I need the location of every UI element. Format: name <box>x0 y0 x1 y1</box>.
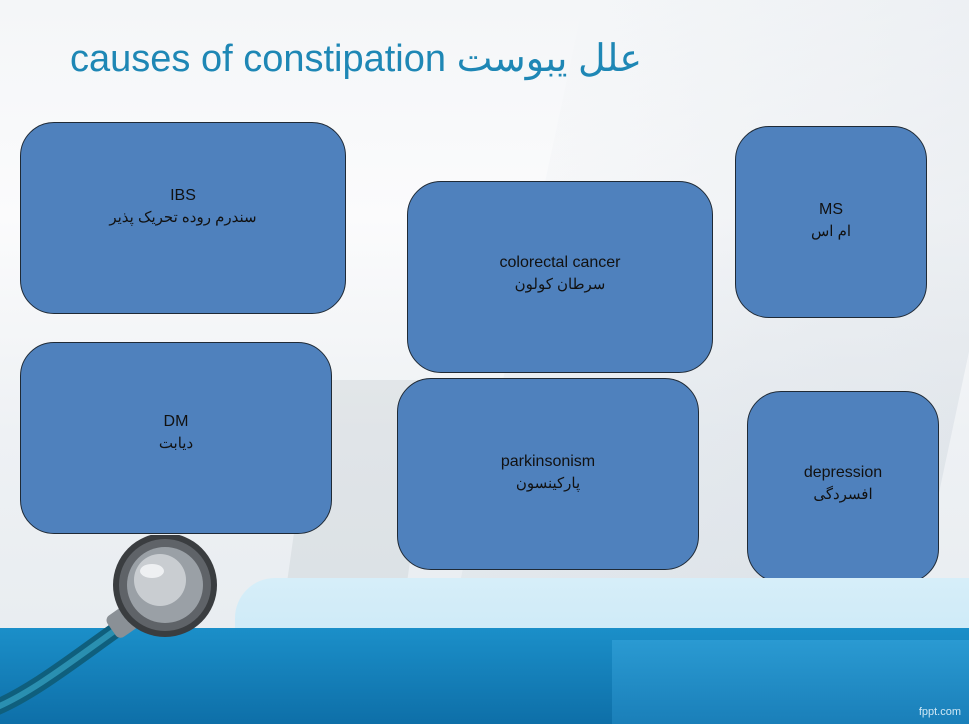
cause-box-depression: depression افسردگی <box>747 391 939 583</box>
stethoscope-image <box>0 535 217 715</box>
cause-box-ms: MS ام اس <box>735 126 927 318</box>
cause-box-colorectal: colorectal cancer سرطان کولون <box>407 181 713 373</box>
footer-band-accent <box>612 640 969 724</box>
slide-title: causes of constipation علل یبوست <box>70 38 642 80</box>
cause-label: colorectal cancer <box>499 254 621 271</box>
cause-box-ibs: IBS سندرم روده تحریک پذیر <box>20 122 346 314</box>
cause-label: IBS <box>170 187 196 204</box>
cause-label-persian: پارکینسون <box>515 475 581 492</box>
cause-box-parkinsonism: parkinsonism پارکینسون <box>397 378 699 570</box>
footer-text: fppt.com <box>918 706 961 718</box>
cause-label: DM <box>163 413 189 430</box>
cause-label-persian: سندرم روده تحریک پذیر <box>109 209 257 226</box>
cause-label: depression <box>803 464 883 481</box>
cause-label-persian: دیابت <box>158 435 194 452</box>
cause-box-dm: DM دیابت <box>20 342 332 534</box>
cause-label: MS <box>819 201 843 218</box>
cause-label-persian: سرطان کولون <box>514 276 606 293</box>
cause-label-persian: ام اس <box>810 223 852 240</box>
cause-label-persian: افسردگی <box>813 486 873 503</box>
cause-label: parkinsonism <box>500 453 596 470</box>
